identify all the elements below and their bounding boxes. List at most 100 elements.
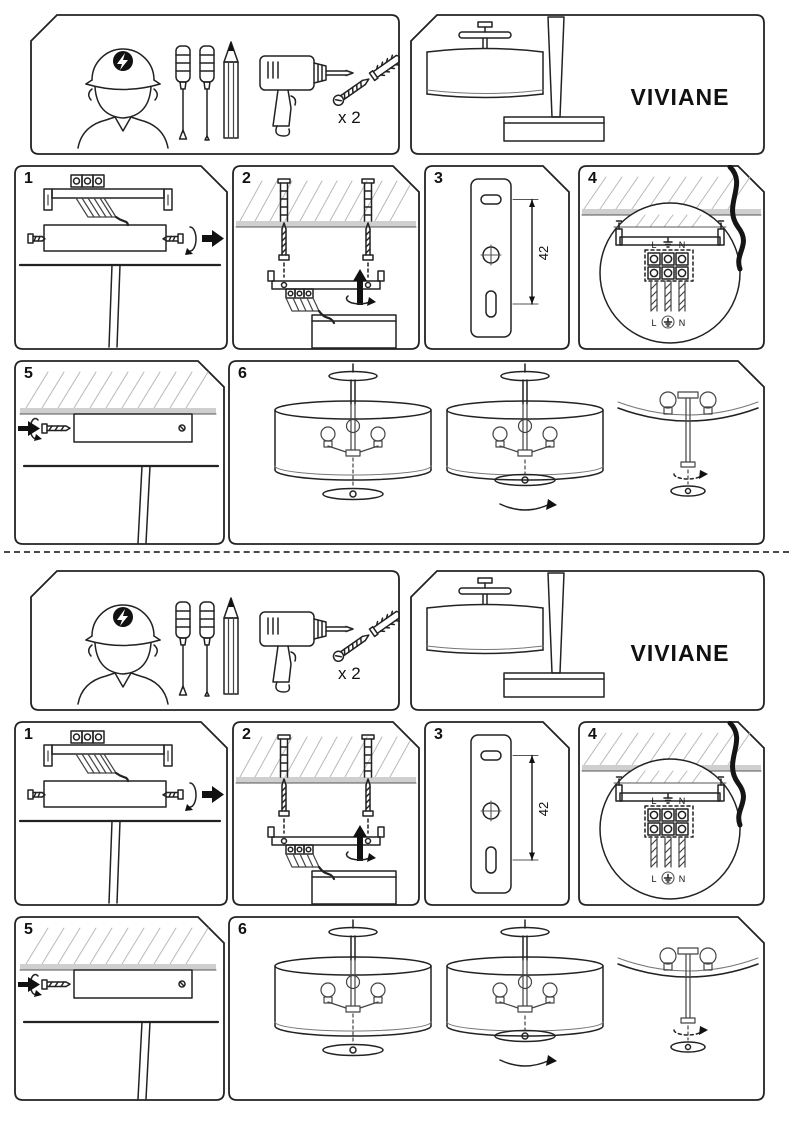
screwdrivers-icon (175, 45, 215, 141)
mounting-plate (470, 734, 512, 894)
drill-icon (259, 55, 354, 137)
glass-diffuser (322, 487, 384, 501)
wire (114, 215, 130, 227)
step-number-3: 3 (434, 726, 443, 743)
lamp-box (311, 314, 397, 349)
bulb-icon (659, 947, 677, 965)
panel-step-4: L N L (578, 721, 765, 906)
bulb-icon (517, 974, 533, 990)
up-arrow (353, 825, 367, 861)
step-number-1: 1 (24, 726, 33, 743)
rotate-arrow (499, 1059, 551, 1067)
panel-step-2: 2 (232, 165, 420, 350)
terminal-block (644, 249, 694, 282)
step-number-3: 3 (434, 170, 443, 187)
terminal-label-l-bottom: L (651, 874, 656, 884)
screw-wallplug-icon (332, 54, 400, 107)
earth-circled-icon (661, 315, 675, 329)
earth-icon (663, 793, 673, 804)
panel-step-3: 42 3 (424, 165, 570, 350)
screw-wallplug-icon (332, 610, 400, 663)
ceiling-lamp-drawing (426, 577, 544, 655)
earth-icon (663, 237, 673, 248)
step2-illustration (235, 178, 417, 349)
panel-step-2: 2 (232, 721, 420, 906)
glass-diffuser (670, 485, 706, 497)
lamp-assembly-step-b (446, 919, 604, 1067)
bulb-icon (517, 418, 533, 434)
dimension-label: 42 (536, 802, 551, 816)
instruction-sheet: x 2 VIVIANE (0, 0, 793, 548)
rotate-arrow (499, 503, 551, 511)
zoom-circle (599, 202, 741, 344)
glass-diffuser (494, 473, 556, 487)
ceiling-hatch (239, 180, 411, 222)
instruction-sheet: x 2 VIVIANE (0, 556, 793, 1104)
bulb-icon (320, 982, 336, 998)
direction-arrow (202, 786, 224, 803)
lamp-assembly-step-a (274, 363, 432, 501)
step1-illustration (18, 730, 224, 904)
bulb-icon (345, 418, 361, 434)
mounting-plate (470, 178, 512, 338)
lamp-box (311, 870, 397, 905)
step-number-2: 2 (242, 726, 251, 743)
bulb-icon (370, 982, 386, 998)
panel-tools: x 2 (30, 14, 400, 155)
cut-line (4, 551, 789, 553)
step-number-6: 6 (238, 921, 247, 938)
direction-arrow (18, 421, 40, 436)
mounting-bracket (271, 836, 381, 846)
step4-illustration: L N L (581, 721, 762, 900)
bulb-icon (699, 391, 717, 409)
ceiling-hatch (25, 371, 209, 409)
right-screw-icon (162, 789, 184, 800)
power-cable (727, 165, 746, 272)
sheet-copy-1: x 2 VIVIANE (0, 0, 793, 548)
pencil-icon (223, 41, 239, 139)
zoom-circle (599, 758, 741, 900)
bulb-icon (492, 982, 508, 998)
ceiling-lamp-drawing (426, 21, 544, 99)
screwdrivers-icon (175, 601, 215, 697)
dimension-label: 42 (536, 246, 551, 260)
glass-diffuser (670, 1041, 706, 1053)
bulb-icon (345, 974, 361, 990)
power-cable (727, 721, 746, 828)
installer-icon (77, 48, 169, 149)
pencil-icon (223, 597, 239, 695)
terminal-label-n-bottom: N (679, 318, 686, 328)
ceiling-hatch (583, 732, 751, 766)
step3-illustration: 42 (470, 734, 551, 894)
terminal-label-n-top: N (679, 240, 686, 250)
canopy-box (43, 780, 167, 808)
screw-icon (41, 979, 71, 990)
direction-arrow (18, 977, 40, 992)
bulb-icon (320, 426, 336, 442)
panel-step-1: 1 (14, 721, 228, 906)
bulb-icon (492, 426, 508, 442)
panel-tools: x 2 (30, 570, 400, 711)
glass-diffuser (322, 1043, 384, 1057)
lamp-assembly-step-a (274, 919, 432, 1057)
left-screw-icon (27, 789, 46, 800)
panel-step-4: L N L (578, 165, 765, 350)
canopy-box (73, 969, 193, 999)
lamp-assembly-step-c (617, 947, 759, 1053)
canopy-box (73, 413, 193, 443)
panel-step-5: 5 (14, 360, 225, 545)
floor-lamp-drawing (503, 572, 605, 698)
rotate-arrow (189, 226, 197, 252)
wires-hatched (650, 836, 686, 868)
step-number-4: 4 (588, 726, 597, 743)
wallplug-left-icon (277, 734, 291, 834)
wallplug-left-icon (277, 178, 291, 278)
terminal-label-l-top: L (651, 796, 656, 806)
ceiling-hatch (239, 736, 411, 778)
bulb-icon (542, 426, 558, 442)
panel-product: VIVIANE (410, 570, 765, 711)
panel-step-6: 6 (228, 360, 765, 545)
floor-lamp-drawing (503, 16, 605, 142)
right-screw-icon (162, 233, 184, 244)
step-number-5: 5 (24, 921, 33, 938)
